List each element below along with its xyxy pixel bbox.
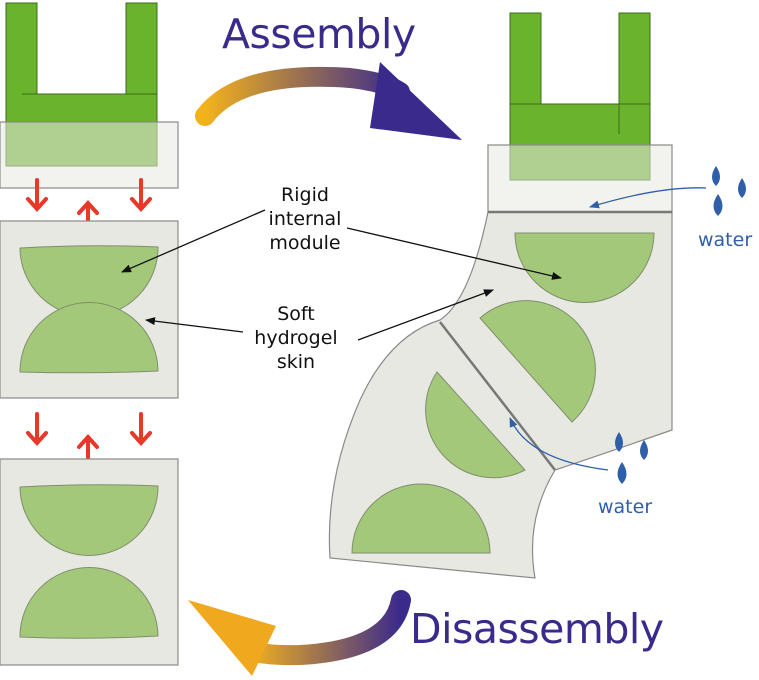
rigid-module-pointers	[121, 209, 562, 280]
right-top-skin-block	[487, 144, 673, 213]
rigid-label-line-2: internal	[268, 208, 342, 230]
soft-label-line-1: Soft	[277, 303, 315, 325]
rigid-label-line-3: module	[269, 232, 341, 254]
water-arrow-bottom	[509, 417, 609, 471]
assembly-title: Assembly	[222, 10, 416, 58]
left-push-arrows-top	[26, 178, 152, 235]
water-droplets-top	[712, 166, 746, 216]
water-droplets-bottom	[615, 432, 648, 484]
left-push-arrows-bottom	[26, 412, 152, 468]
soft-label-line-3: skin	[276, 351, 316, 373]
left-bottom-module	[0, 458, 179, 666]
rigid-label-line-1: Rigid	[281, 184, 329, 206]
assembly-arrow	[195, 62, 462, 140]
water-label-top: water	[698, 229, 753, 251]
disassembly-arrow	[188, 590, 411, 676]
soft-skin-pointers	[145, 289, 494, 341]
disassembly-title: Disassembly	[410, 605, 664, 653]
left-top-skin-block	[0, 121, 179, 189]
soft-skin-label: Soft hydrogel skin	[238, 302, 354, 374]
water-label-bottom: water	[598, 496, 653, 518]
rigid-module-label: Rigid internal module	[250, 183, 360, 255]
right-curved-assembly	[328, 210, 673, 579]
soft-label-line-2: hydrogel	[254, 327, 338, 349]
left-middle-module	[0, 220, 179, 399]
water-arrow-top	[589, 187, 707, 209]
